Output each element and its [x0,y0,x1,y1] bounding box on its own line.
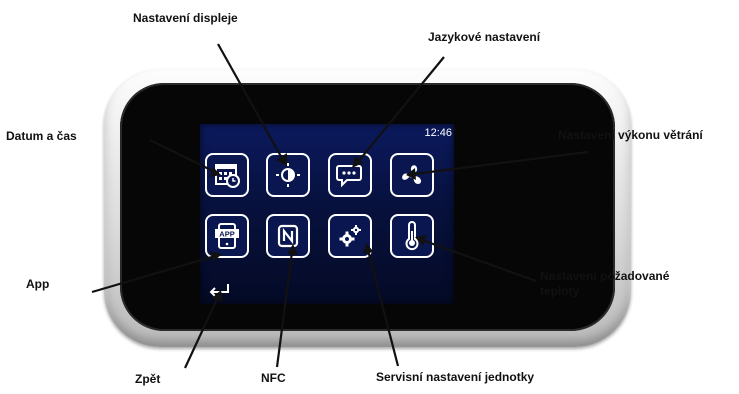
callout-line-app [91,254,216,294]
label-display: Nastavení displeje [133,11,238,25]
arrowhead-app [210,251,222,262]
label-temperature-line2: teploty [540,284,580,298]
back-button[interactable] [207,281,231,299]
label-app: App [26,277,50,291]
label-back: Zpět [135,372,161,386]
callout-line-temperature [421,238,537,283]
callout-line-service [366,249,400,367]
arrowhead-back [212,290,223,302]
svg-text:APP: APP [219,230,234,239]
back-arrow-icon [209,284,229,297]
arrowhead-datetime [210,167,221,177]
callout-line-nfc [275,251,294,368]
label-language: Jazykové nastavení [428,30,541,44]
nfc-tile[interactable] [266,214,310,258]
arrowhead-nfc [287,244,298,255]
thermometer-icon [405,221,419,251]
arrowhead-language [352,156,363,168]
brightness-icon [276,163,300,187]
label-service: Servisní nastavení jednotky [376,370,535,384]
arrowhead-ventilation [406,168,416,180]
clock-display: 12:46 [424,127,452,139]
label-nfc: NFC [261,371,286,385]
label-ventilation: Nastavení výkonu větrání [558,128,703,142]
app-phone-icon: APP [215,223,239,249]
callout-line-back [184,296,219,369]
chat-bubble-icon [336,165,362,188]
arrowhead-display [276,153,287,166]
arrowhead-service [363,243,374,254]
gears-icon [339,225,361,247]
callout-line-ventilation [413,150,589,176]
calendar-clock-icon [215,164,240,188]
callout-line-display [217,43,284,161]
temperature-tile[interactable] [390,214,434,258]
callout-line-datetime [149,139,216,173]
display-tile[interactable] [266,153,310,197]
language-tile[interactable] [328,153,372,197]
label-temperature-line1: Nastavení požadované [540,269,670,283]
callout-line-language [356,56,445,164]
label-datetime: Datum a čas [6,129,77,143]
app-tile[interactable]: APP [205,214,249,258]
nfc-icon [277,224,299,248]
arrowhead-temperature [415,235,427,246]
